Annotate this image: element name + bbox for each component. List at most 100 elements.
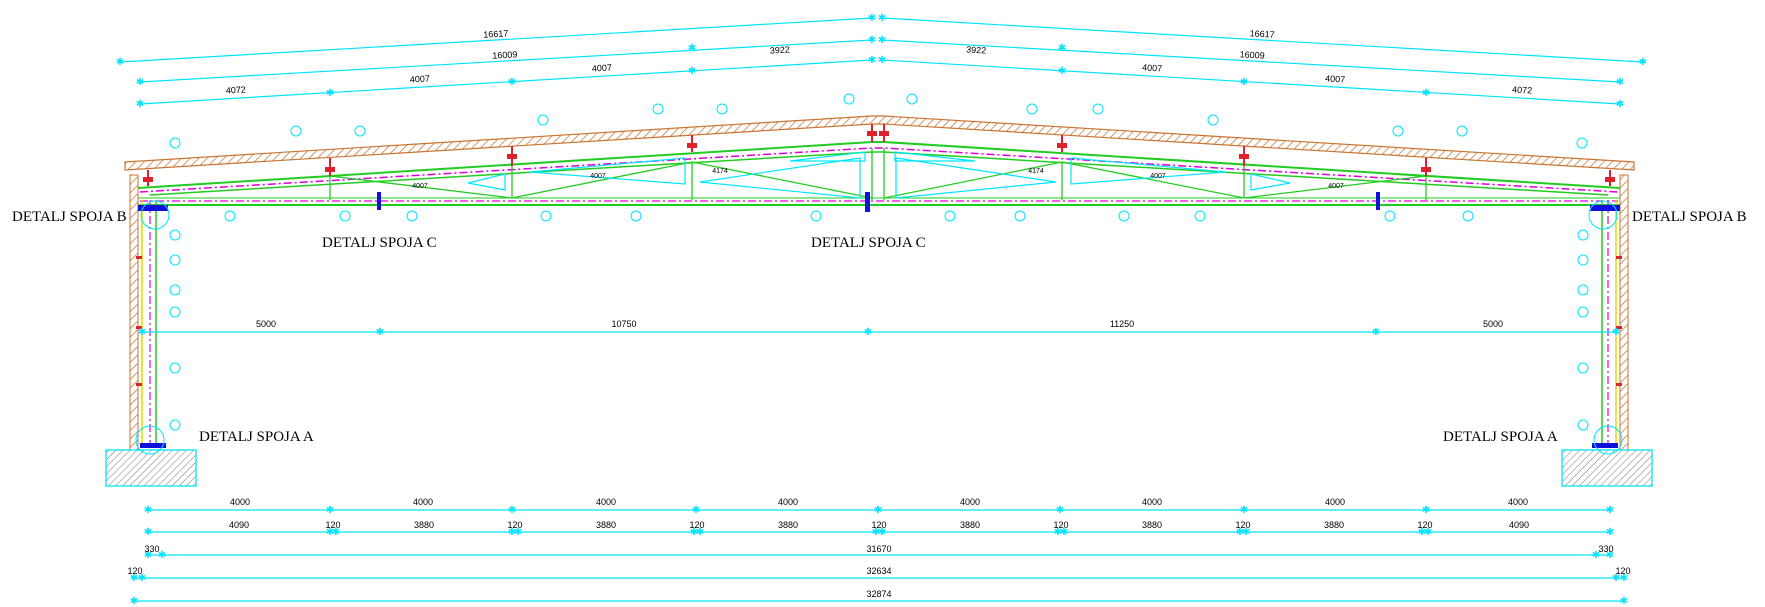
svg-text:✱: ✱ [878,55,886,66]
bottom-dim-text: 4000 [1325,497,1345,507]
span-dim-text: 11250 [1110,319,1134,329]
foundation-left [105,449,197,487]
top-chord [137,141,1621,189]
roof-dim-text: 4007 [410,73,431,84]
svg-text:✱: ✱ [1060,527,1068,538]
svg-text:✱: ✱ [326,527,334,538]
svg-text:✱: ✱ [1422,505,1430,516]
bottom-dim-text: 4000 [1142,497,1162,507]
svg-text:✱: ✱ [136,77,144,88]
svg-text:✱: ✱ [1056,505,1064,516]
right-column [1590,174,1629,451]
svg-text:✱: ✱ [868,13,876,24]
bottom-dim-text: 4000 [230,497,250,507]
svg-text:✱: ✱ [376,327,384,338]
callouts [135,93,1623,455]
truss-dim-text: 4007 [1328,183,1344,190]
svg-text:✱: ✱ [1240,77,1248,88]
svg-text:✱: ✱ [326,88,334,99]
svg-text:✱: ✱ [864,327,872,338]
roof-dim-text: 16617 [483,28,509,39]
bottom-dim-text: 120 [507,520,522,530]
bottom-dim-text: 120 [325,520,340,530]
roof-dim-text: 16009 [1239,49,1265,60]
span-dimension: ✱✱✱✱✱ 5000 10750 11250 5000 [138,319,1620,338]
svg-text:✱: ✱ [1240,505,1248,516]
svg-text:✱: ✱ [1058,66,1066,77]
splice-plates [377,192,1380,212]
svg-text:✱: ✱ [690,527,698,538]
roof-dimension-texts: 16617 16617 16009 3922 3922 16009 4072 4… [226,28,1533,95]
svg-text:✱: ✱ [1592,550,1600,561]
svg-text:✱: ✱ [130,573,138,584]
svg-text:✱: ✱ [878,35,886,46]
bottom-dim-text: 120 [1053,520,1068,530]
svg-text:✱: ✱ [1606,550,1614,561]
roof-dim-text: 3922 [770,44,791,55]
svg-text:✱: ✱ [1612,573,1620,584]
svg-text:✱: ✱ [1606,505,1614,516]
bottom-dim-text: 3880 [1142,520,1162,530]
bottom-dim-text: 120 [1235,520,1250,530]
roof-dim-text: 16617 [1249,28,1275,39]
svg-text:✱: ✱ [878,13,886,24]
svg-text:✱: ✱ [1058,43,1066,54]
svg-text:✱: ✱ [878,527,886,538]
svg-text:✱: ✱ [130,596,138,607]
svg-text:✱: ✱ [514,527,522,538]
bottom-dimension-lines [134,509,1624,602]
bottom-dim-text: 120 [871,520,886,530]
truss [137,141,1621,206]
svg-text:✱: ✱ [144,527,152,538]
bottom-dimension-ticks: ✱✱✱✱✱✱✱✱✱ ✱✱✱✱✱✱✱✱✱✱✱✱✱✱✱✱ ✱✱✱✱ ✱✱✱✱ ✱✱ [130,505,1628,607]
svg-text:✱: ✱ [158,550,166,561]
bottom-dim-text: 32634 [866,566,891,576]
svg-text:✱: ✱ [1242,527,1250,538]
svg-text:✱: ✱ [1422,88,1430,99]
bottom-dim-text: 32874 [866,589,891,599]
roof-dim-text: 4007 [592,62,613,73]
svg-text:✱: ✱ [688,43,696,54]
svg-text:✱: ✱ [1372,327,1380,338]
svg-text:✱: ✱ [1054,527,1062,538]
roof-dim-text: 4072 [1512,84,1533,95]
bottom-dim-text: 3880 [778,520,798,530]
detail-label-b-right: DETALJ SPOJA B [1632,209,1747,225]
truss-dim-text: 4007 [590,173,606,180]
bottom-dimension-texts: 4000 4000 4000 4000 4000 4000 4000 4000 … [127,497,1630,599]
svg-text:✱: ✱ [1620,573,1628,584]
svg-text:✱: ✱ [868,55,876,66]
bottom-dim-text: 4000 [596,497,616,507]
svg-text:✱: ✱ [136,99,144,110]
truss-dim-text: 4174 [712,168,728,175]
bottom-dim-text: 31670 [866,544,891,554]
svg-text:✱: ✱ [332,527,340,538]
bottom-dim-text: 4090 [1509,520,1529,530]
roof-dimension-lines [119,17,1644,105]
svg-text:✱: ✱ [144,505,152,516]
bottom-dim-text: 4000 [778,497,798,507]
svg-text:✱: ✱ [1424,527,1432,538]
detail-label-c-left: DETALJ SPOJA C [322,235,437,251]
roof-dim-text: 4007 [1325,73,1346,84]
svg-text:✱: ✱ [872,527,880,538]
svg-text:✱: ✱ [138,327,146,338]
svg-text:✱: ✱ [1616,99,1624,110]
svg-text:✱: ✱ [1639,57,1647,68]
inner-top-chord [149,151,1609,196]
svg-text:✱: ✱ [696,527,704,538]
svg-text:✱: ✱ [1606,527,1614,538]
svg-text:✱: ✱ [508,505,516,516]
svg-text:✱: ✱ [508,77,516,88]
bottom-dim-text: 120 [127,566,142,576]
svg-text:✱: ✱ [1620,596,1628,607]
purlin-connectors [143,124,1615,186]
bottom-dim-text: 330 [1598,544,1613,554]
roof-dim-text: 16009 [492,49,518,60]
bottom-dim-text: 4000 [960,497,980,507]
roof-sheeting [124,115,1635,171]
roof-dim-text: 4007 [1142,62,1163,73]
bottom-dim-text: 3880 [414,520,434,530]
svg-text:✱: ✱ [508,527,516,538]
